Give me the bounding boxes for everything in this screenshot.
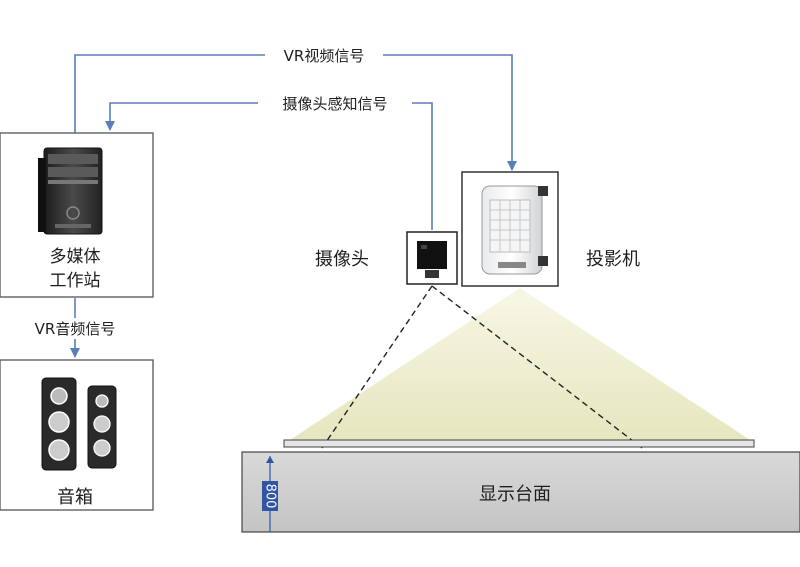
camera-sense-signal-line — [105, 102, 433, 230]
pc-tower-icon — [38, 147, 103, 235]
display-table-label: 显示台面 — [479, 484, 551, 505]
workstation-label-line1: 多媒体 — [50, 247, 101, 267]
speakers-label: 音箱 — [57, 487, 93, 508]
vr-audio-signal-label: VR音频信号 — [35, 320, 116, 338]
speaker-pair-icon — [41, 377, 117, 471]
table-glass-surface — [283, 439, 755, 448]
height-value-label: 800 — [263, 484, 278, 509]
projector-label: 投影机 — [586, 249, 640, 270]
vr-video-signal-line — [74, 54, 517, 171]
camera-label: 摄像头 — [315, 249, 369, 270]
projector-icon — [481, 185, 548, 275]
camera-sense-signal-label: 摄像头感知信号 — [282, 95, 387, 113]
display-table — [241, 451, 800, 533]
height-marker — [262, 456, 278, 532]
camera-icon — [417, 241, 447, 278]
projection-light — [290, 288, 750, 440]
workstation-label-line2: 工作站 — [50, 271, 101, 291]
vr-video-signal-label: VR视频信号 — [284, 47, 365, 65]
camera-view-lines — [321, 285, 643, 449]
